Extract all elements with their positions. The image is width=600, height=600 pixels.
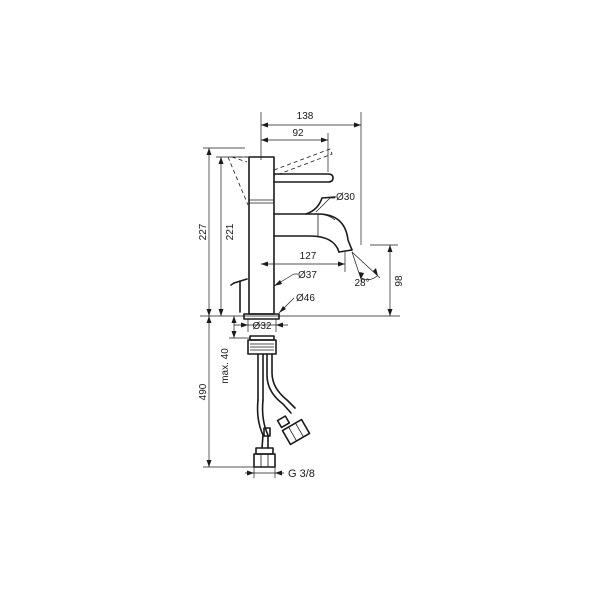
lever-handle xyxy=(227,148,334,206)
faucet-body xyxy=(230,156,280,320)
label-28-degrees: 28° xyxy=(354,278,369,289)
label-127: 127 xyxy=(300,251,317,262)
label-thread: G 3/8 xyxy=(288,468,315,480)
under-counter-assembly xyxy=(247,335,311,468)
dimension-labels: 138 92 127 227 221 98 28° Ø30 Ø37 Ø46 Ø3… xyxy=(198,111,405,480)
label-98: 98 xyxy=(394,275,405,287)
label-490: 490 xyxy=(198,383,209,400)
label-221: 221 xyxy=(225,223,236,240)
label-138: 138 xyxy=(297,111,314,122)
label-max-40: max. 40 xyxy=(220,348,231,384)
label-92: 92 xyxy=(292,128,304,139)
label-base-diameter: Ø46 xyxy=(296,293,315,304)
label-hole-diameter: Ø32 xyxy=(253,321,272,332)
label-body-diameter: Ø37 xyxy=(298,270,317,281)
dimension-lines xyxy=(200,112,400,478)
spout xyxy=(273,196,353,253)
label-spout-diameter: Ø30 xyxy=(336,192,355,203)
label-227: 227 xyxy=(198,223,209,240)
